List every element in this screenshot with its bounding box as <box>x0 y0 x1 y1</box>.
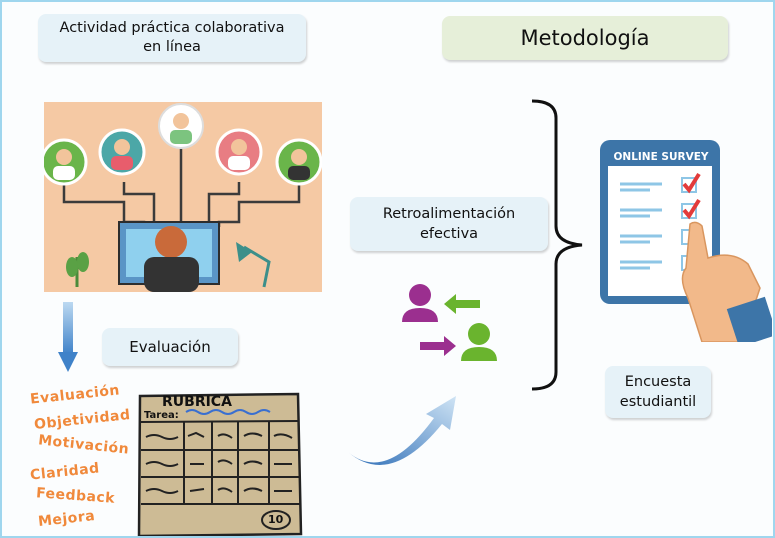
rubric-tarea: Tarea: <box>144 410 179 421</box>
rubric-title: RUBRICA <box>162 394 232 410</box>
survey-header-text: ONLINE SURVEY <box>613 151 709 163</box>
word-claridad: Claridad <box>29 460 101 484</box>
actividad-box: Actividad práctica colaborativa en línea <box>38 14 306 62</box>
curly-brace <box>531 99 583 391</box>
metodologia-box: Metodología <box>442 16 728 60</box>
word-feedback: Feedback <box>35 485 116 507</box>
word-mejora: Mejora <box>37 508 96 530</box>
word-evaluacion: Evaluación <box>29 382 121 408</box>
collaboration-illustration <box>44 102 322 292</box>
word-motivacion: Motivación <box>37 432 130 458</box>
encuesta-box: Encuesta estudiantil <box>605 366 711 418</box>
rubric-score: 10 <box>268 513 284 526</box>
rubric-sheet <box>137 392 303 536</box>
evaluacion-box: Evaluación <box>102 328 238 366</box>
online-survey-illustration <box>600 140 772 342</box>
feedback-exchange-icon <box>402 284 497 361</box>
retroalimentacion-box: Retroalimentación efectiva <box>350 197 548 251</box>
down-arrow-icon <box>58 302 78 372</box>
avatar-group <box>44 103 322 186</box>
curved-arrow-icon <box>348 396 456 465</box>
word-objetividad: Objetividad <box>33 406 132 434</box>
